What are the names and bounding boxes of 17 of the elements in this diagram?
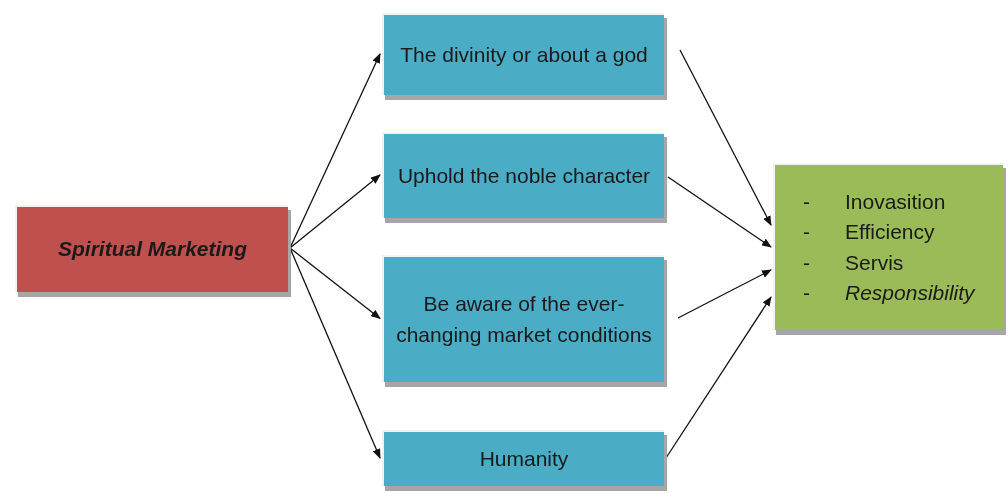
box-label: Humanity — [478, 445, 570, 472]
arrow — [679, 49, 772, 226]
list-item: - Servis — [802, 249, 904, 276]
arrow — [667, 176, 772, 248]
arrow — [289, 247, 381, 320]
box-label: Be aware of the ever-changing market conditions — [396, 291, 652, 348]
list-item: - Inovasition — [802, 188, 946, 215]
arrow — [677, 269, 772, 319]
list-item: - Efficiency — [802, 219, 935, 246]
box-label: Spiritual Marketing — [57, 236, 248, 263]
arrow — [665, 296, 772, 459]
arrow — [289, 247, 381, 459]
arrow — [289, 174, 381, 249]
box-label: The divinity or about a god — [399, 41, 649, 68]
box-label: Uphold the noble character — [396, 162, 652, 189]
arrow — [289, 53, 381, 249]
list-item: - Responsibility — [802, 279, 975, 306]
